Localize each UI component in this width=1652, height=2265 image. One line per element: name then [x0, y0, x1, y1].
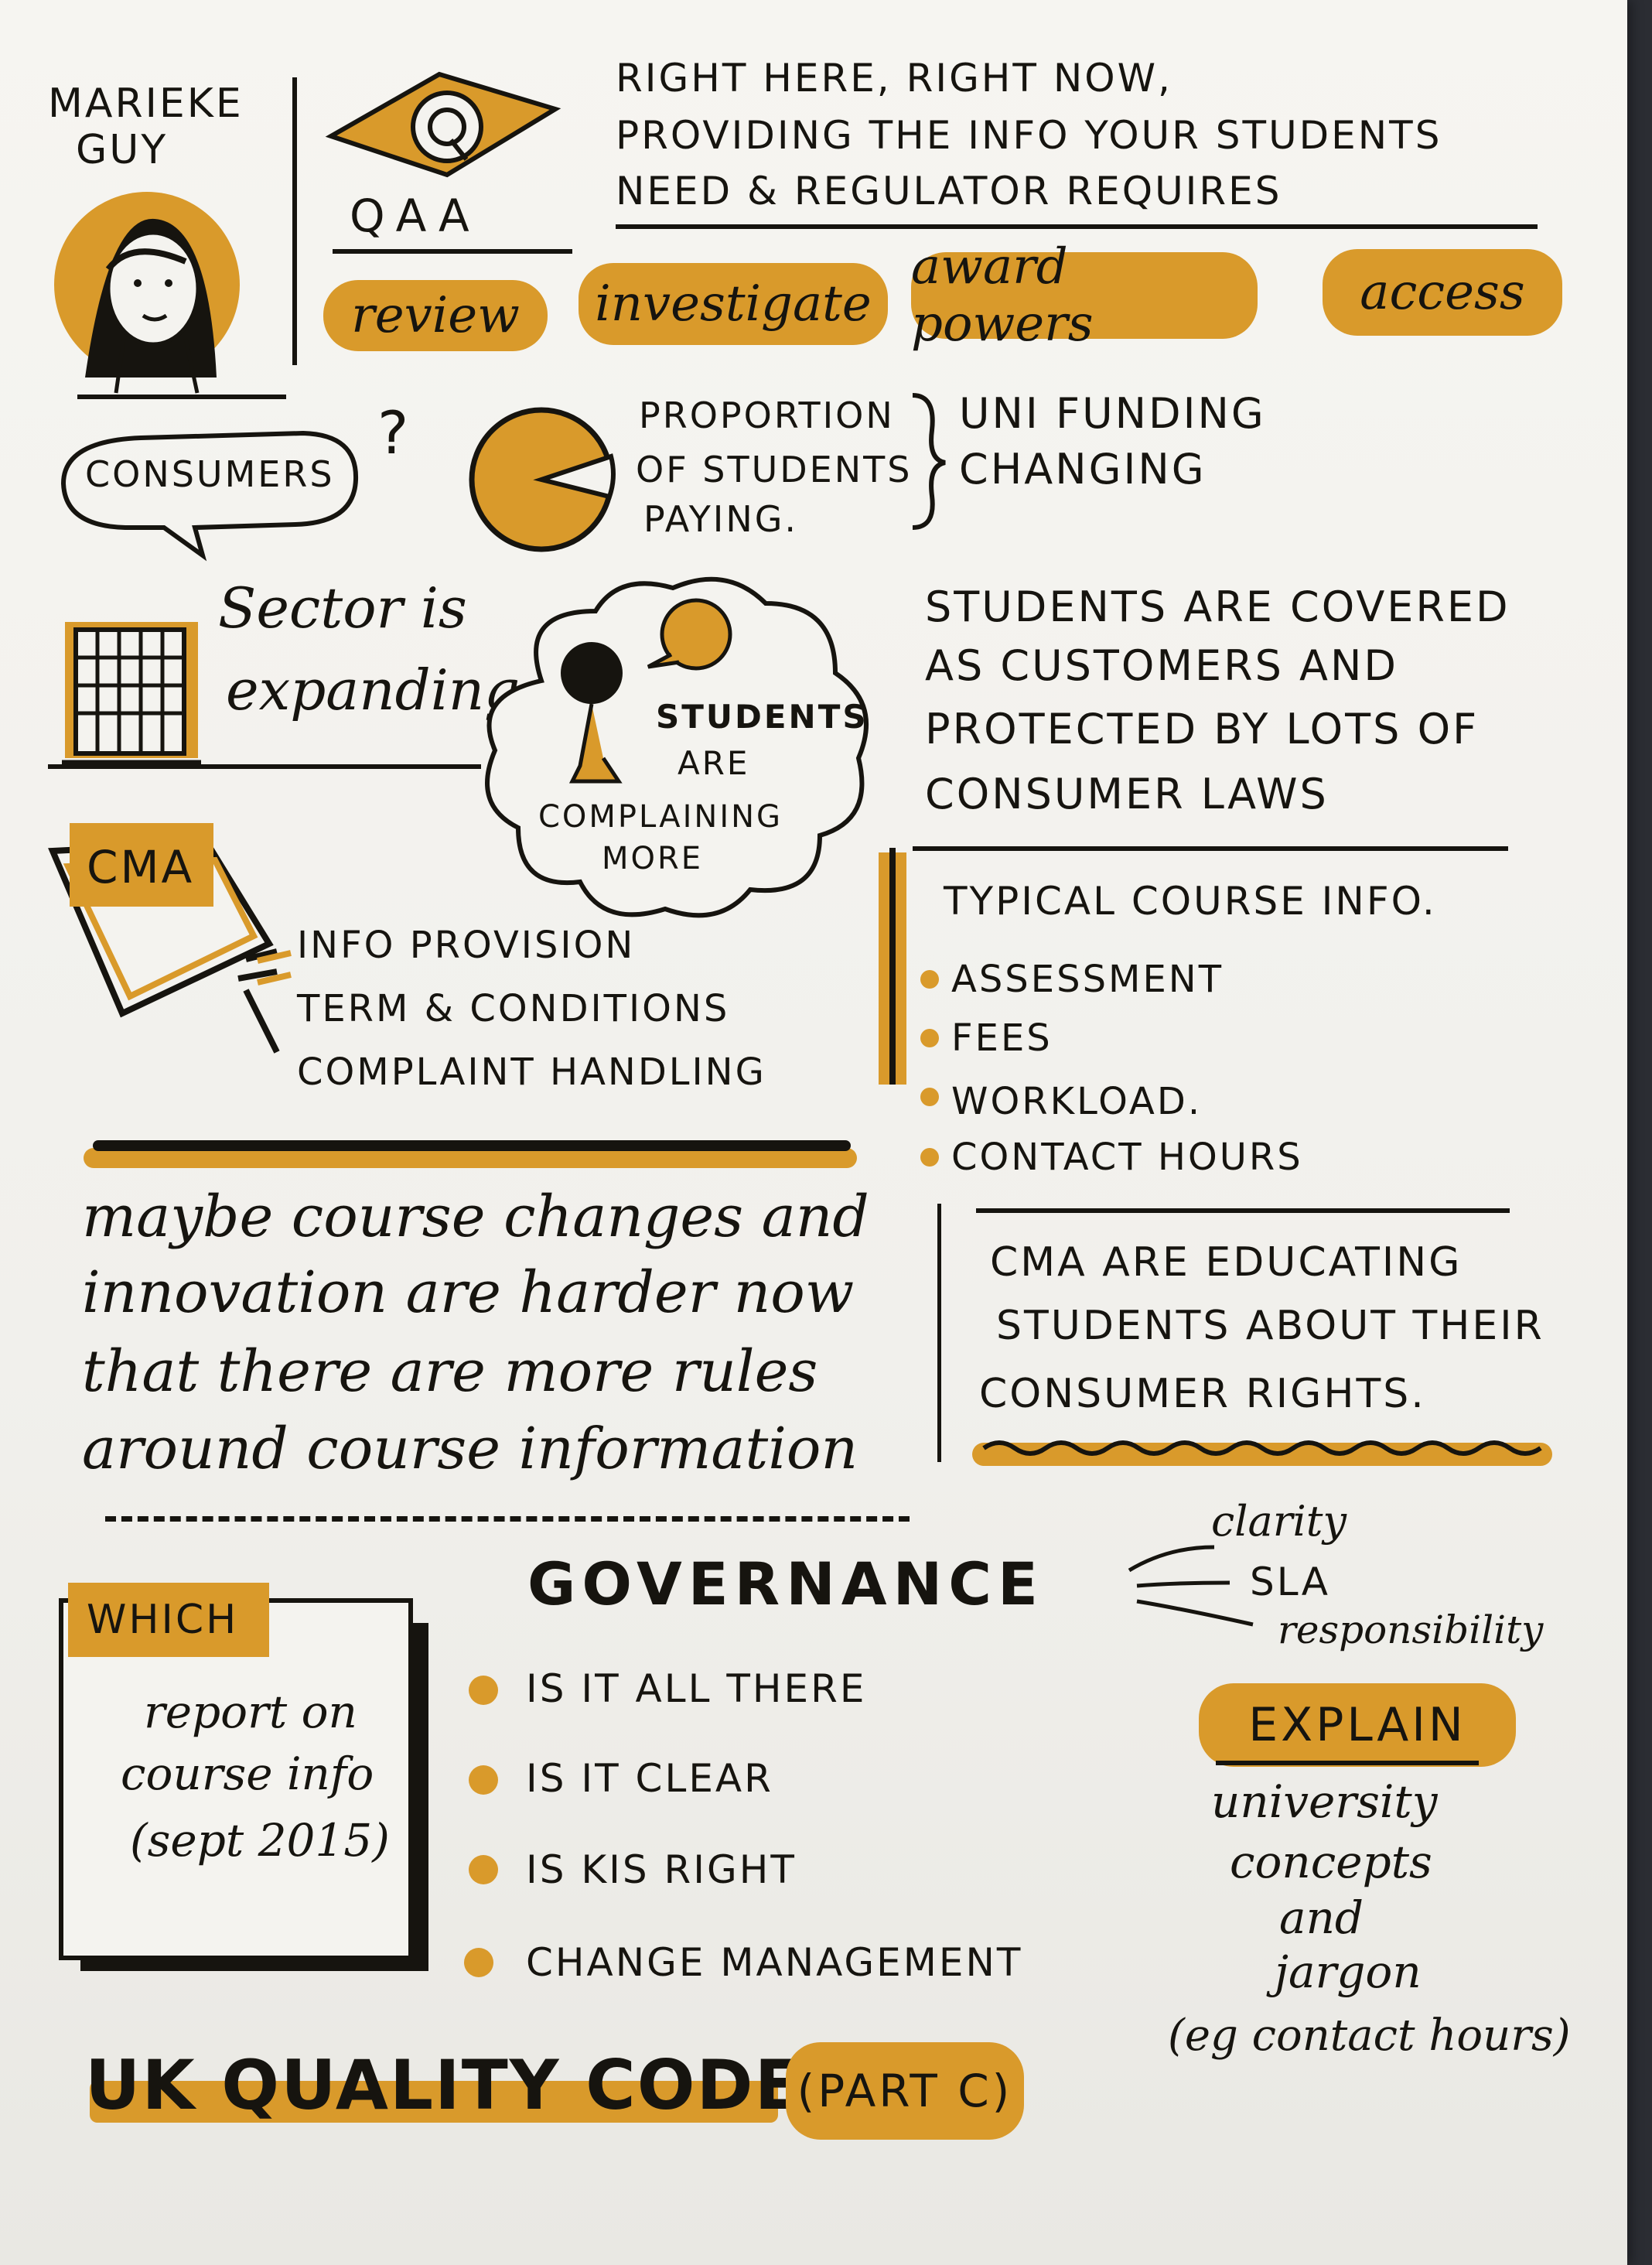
explain-underline — [1216, 1761, 1479, 1765]
speaker-name-line1: MARIEKE — [48, 80, 244, 127]
governance-title: GOVERNANCE — [527, 1549, 1044, 1618]
which-line2: course info — [121, 1747, 374, 1800]
governance-branch-2: SLA — [1250, 1560, 1330, 1604]
covered-line4: CONSUMER LAWS — [925, 770, 1329, 818]
explain-line5: (eg contact hours) — [1168, 2010, 1571, 2061]
footer-code: UK QUALITY CODE — [85, 2045, 803, 2125]
sector-line1: Sector is — [218, 576, 467, 641]
cloud-line4: MORE — [602, 841, 704, 876]
role-pill-award-powers: award powers — [911, 238, 1258, 353]
course-info-item-2: FEES — [951, 1016, 1053, 1060]
cma-label-box — [70, 823, 213, 907]
cma-label: CMA — [87, 841, 195, 893]
explain-line4: jargon — [1275, 1946, 1422, 1998]
role-pill-review: review — [323, 280, 548, 351]
org-underline — [333, 249, 572, 254]
which-line3: (sept 2015) — [130, 1814, 390, 1867]
cma-item-3: COMPLAINT HANDLING — [297, 1051, 766, 1094]
governance-bullet-4 — [464, 1948, 493, 1977]
footer-part: (PART C) — [786, 2042, 1024, 2140]
headline-line3: NEED & REGULATOR REQUIRES — [616, 169, 1282, 214]
maybe-line4: around course information — [82, 1416, 858, 1482]
headline-line1: RIGHT HERE, RIGHT NOW, — [616, 56, 1172, 101]
governance-branch-1: clarity — [1211, 1497, 1347, 1546]
explain-line3: and — [1279, 1891, 1364, 1944]
course-info-item-1: ASSESSMENT — [951, 958, 1224, 1001]
course-info-bullet-2 — [920, 1029, 939, 1047]
educating-line3: CONSUMER RIGHTS. — [979, 1371, 1426, 1417]
speaker-name-line2: GUY — [76, 127, 169, 173]
proportion-line1: PROPORTION — [639, 395, 895, 436]
consumers-label: CONSUMERS — [85, 453, 335, 495]
cma-item-2: TERM & CONDITIONS — [297, 987, 730, 1030]
covered-line3: PROTECTED BY LOTS OF — [925, 705, 1480, 753]
consumers-question-mark: ? — [377, 398, 409, 467]
wavy-underline-icon — [972, 1440, 1552, 1466]
speaker-divider — [292, 77, 297, 365]
headline-line2: PROVIDING THE INFO YOUR STUDENTS — [616, 113, 1442, 158]
thought-cloud-icon — [485, 576, 869, 918]
course-info-sidebar-line — [889, 848, 896, 1085]
educating-topline — [976, 1208, 1510, 1213]
explain-line1: university — [1211, 1775, 1438, 1828]
funding-line2: CHANGING — [959, 445, 1207, 494]
governance-item-2: IS IT CLEAR — [526, 1756, 773, 1801]
role-pill-access: access — [1323, 249, 1562, 336]
proportion-line2: OF STUDENTS — [636, 449, 913, 490]
covered-underline — [913, 846, 1508, 851]
which-line1: report on — [144, 1686, 357, 1738]
cloud-line2: ARE — [678, 744, 750, 782]
governance-item-1: IS IT ALL THERE — [526, 1666, 867, 1711]
org-name: QAA — [350, 190, 480, 242]
which-card — [59, 1598, 413, 1960]
course-info-item-3: WORKLOAD. — [951, 1080, 1203, 1123]
eye-logo-icon — [325, 71, 561, 178]
maybe-divider — [937, 1204, 941, 1462]
educating-line1: CMA ARE EDUCATING — [990, 1239, 1463, 1286]
course-info-title: TYPICAL COURSE INFO. — [944, 879, 1437, 924]
building-icon — [62, 622, 201, 766]
explain-label: EXPLAIN — [1199, 1683, 1516, 1767]
covered-line2: AS CUSTOMERS AND — [925, 641, 1398, 690]
governance-item-3: IS KIS RIGHT — [526, 1847, 797, 1892]
educating-line2: STUDENTS ABOUT THEIR — [996, 1303, 1544, 1349]
governance-branch-3: responsibility — [1278, 1607, 1544, 1652]
course-info-bullet-3 — [920, 1088, 939, 1106]
maybe-line1: maybe course changes and — [82, 1184, 869, 1250]
pie-chart-icon — [469, 407, 616, 552]
course-info-bullet-4 — [920, 1148, 939, 1167]
governance-bullet-2 — [469, 1765, 498, 1795]
sector-line2: expanding — [226, 658, 521, 723]
role-pill-investigate: investigate — [579, 263, 888, 345]
governance-branches-icon — [1128, 1545, 1254, 1627]
course-info-item-4: CONTACT HOURS — [951, 1136, 1303, 1179]
explain-line2: concepts — [1230, 1836, 1432, 1888]
which-label-box — [68, 1583, 269, 1657]
speech-bubble-icon — [60, 430, 359, 562]
maybe-line2: innovation are harder now — [82, 1259, 855, 1326]
section-divider — [93, 1140, 851, 1151]
curly-brace-icon — [912, 393, 946, 530]
section-divider-highlight — [84, 1148, 857, 1168]
dashed-divider — [105, 1516, 910, 1522]
governance-bullet-3 — [469, 1855, 498, 1884]
headline-underline — [616, 224, 1538, 229]
covered-line1: STUDENTS ARE COVERED — [925, 582, 1510, 631]
which-label: WHICH — [87, 1597, 239, 1643]
cloud-line3: COMPLAINING — [538, 799, 783, 835]
governance-bullet-1 — [469, 1676, 498, 1705]
proportion-line3: PAYING. — [643, 498, 799, 540]
funding-line1: UNI FUNDING — [959, 389, 1266, 438]
sector-underline — [48, 764, 481, 769]
maybe-line3: that there are more rules — [82, 1338, 818, 1405]
governance-item-4: CHANGE MANAGEMENT — [526, 1940, 1023, 1985]
portrait-sketch-icon — [54, 192, 286, 399]
footer-code-highlight — [90, 2081, 778, 2123]
cloud-line1: STUDENTS — [656, 698, 869, 736]
cma-item-1: INFO PROVISION — [297, 924, 636, 967]
course-info-bullet-1 — [920, 970, 939, 989]
